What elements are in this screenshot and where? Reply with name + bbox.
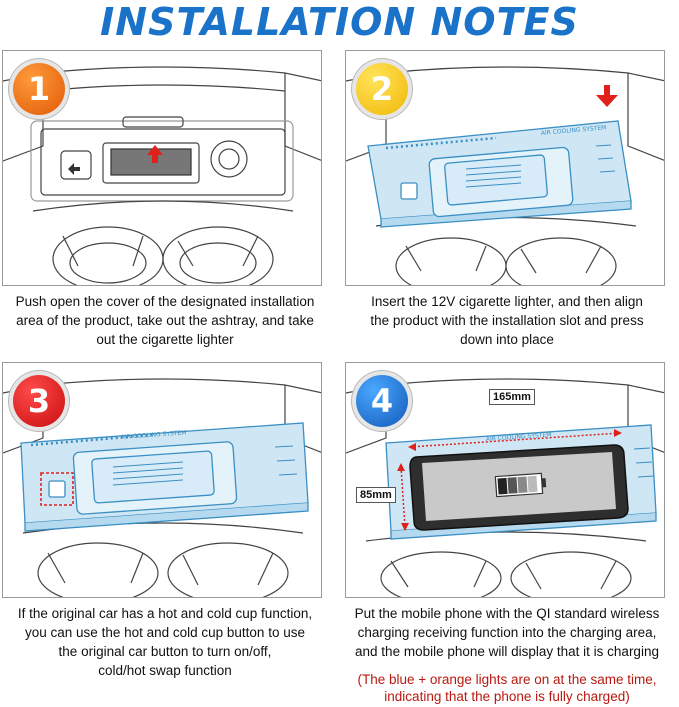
note-line: indicating that the phone is fully charg… xyxy=(384,689,630,704)
page-title: INSTALLATION NOTES xyxy=(100,0,579,44)
step-4-illustration: AIR COOLING SYSTEM 4 165mm 85mm xyxy=(345,362,665,598)
console-drawing-1 xyxy=(3,66,321,285)
step-4-caption: Put the mobile phone with the QI standar… xyxy=(342,604,672,661)
caption-line: Insert the 12V cigarette lighter, and th… xyxy=(371,294,643,309)
step-3-caption: If the original car has a hot and cold c… xyxy=(0,604,330,680)
caption-line: If the original car has a hot and cold c… xyxy=(17,606,313,621)
arrow-down-icon xyxy=(596,85,618,107)
step-1-caption: Push open the cover of the designated in… xyxy=(0,292,330,349)
step-1-illustration: 1 xyxy=(2,50,322,286)
width-dimension-arrow xyxy=(409,432,621,448)
step-2-illustration: AIR COOLING SYSTEM 2 xyxy=(345,50,665,286)
note-line: (The blue + orange lights are on at the … xyxy=(357,672,657,687)
step-1-badge: 1 xyxy=(13,63,65,115)
caption-line: the product with the installation slot a… xyxy=(370,313,644,328)
step-3-illustration: AIR COOLING SYSTEM 3 xyxy=(2,362,322,598)
console-drawing-2: AIR COOLING SYSTEM xyxy=(346,66,664,285)
caption-line: charging receiving function into the cha… xyxy=(357,625,657,640)
panel-label: AIR COOLING SYSTEM xyxy=(486,431,552,443)
width-label: 165mm xyxy=(489,389,535,405)
battery-icon xyxy=(494,472,547,498)
step-2-caption: Insert the 12V cigarette lighter, and th… xyxy=(342,292,672,349)
step-2-badge: 2 xyxy=(356,63,408,115)
caption-line: you can use the hot and cold cup button … xyxy=(25,625,305,640)
caption-line: area of the product, take out the ashtra… xyxy=(16,313,314,328)
console-drawing-3: AIR COOLING SYSTEM xyxy=(3,378,321,597)
step-3-badge: 3 xyxy=(13,375,65,427)
caption-line: Put the mobile phone with the QI standar… xyxy=(354,606,660,621)
height-label: 85mm xyxy=(356,487,396,503)
caption-line: down into place xyxy=(460,332,554,347)
arrow-up-icon xyxy=(147,145,163,163)
caption-line: cold/hot swap function xyxy=(98,663,232,678)
step-4-badge: 4 xyxy=(356,375,408,427)
caption-line: out the cigarette lighter xyxy=(96,332,234,347)
step-4-note: (The blue + orange lights are on at the … xyxy=(342,671,672,705)
caption-line: and the mobile phone will display that i… xyxy=(355,644,659,659)
caption-line: the original car button to turn on/off, xyxy=(58,644,272,659)
lock-icon xyxy=(68,163,80,175)
panel-label: AIR COOLING SYSTEM xyxy=(121,429,187,441)
console-drawing-4: AIR COOLING SYSTEM xyxy=(346,378,664,597)
caption-line: Push open the cover of the designated in… xyxy=(15,294,315,309)
cup-button-highlight xyxy=(40,472,74,506)
